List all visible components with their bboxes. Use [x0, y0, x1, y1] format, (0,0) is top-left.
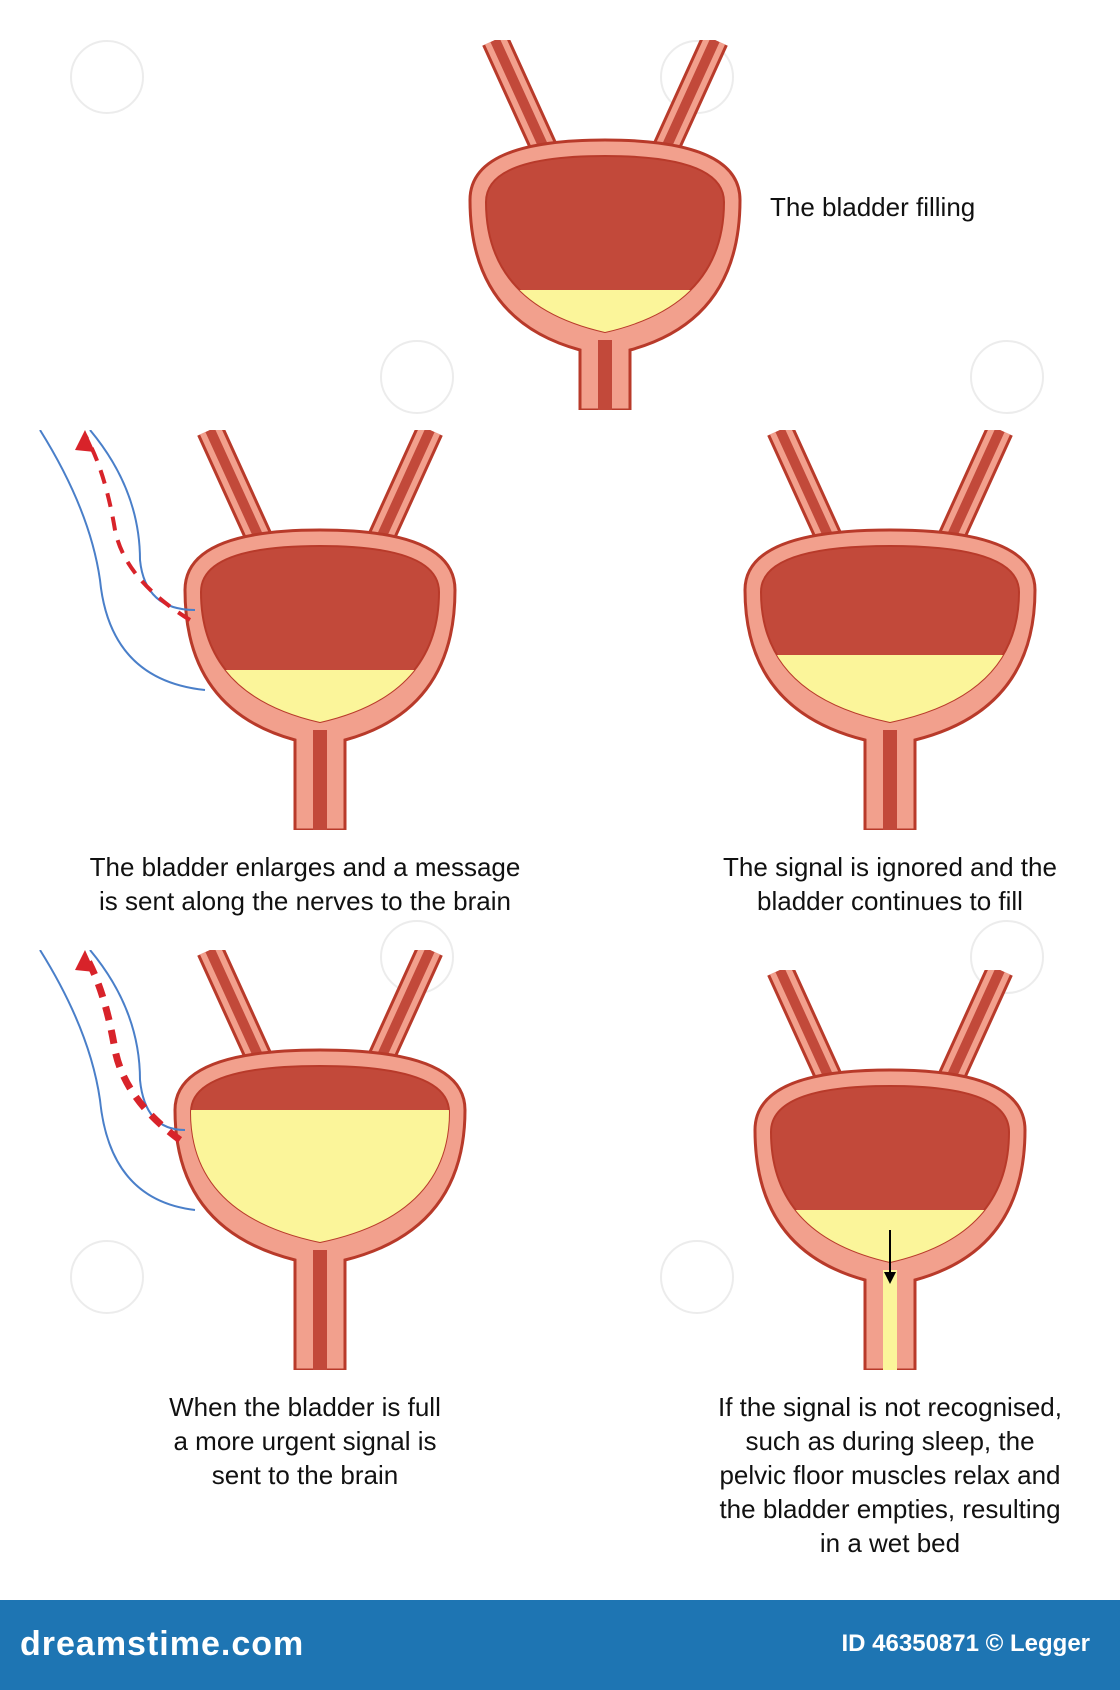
caption-filling: The bladder filling [770, 190, 1070, 224]
bladder-illustration [39, 430, 457, 830]
urethra-lumen [313, 1250, 327, 1370]
signal-arrowhead [75, 430, 95, 452]
caption-full: When the bladder is full a more urgent si… [100, 1390, 510, 1492]
nerve-signal [39, 950, 196, 1211]
bladder-illustration [753, 970, 1027, 1370]
bladder-illustration [468, 40, 742, 410]
bladder-group [753, 970, 1027, 1370]
urethra-lumen [883, 1270, 897, 1370]
bladder-group [173, 950, 467, 1370]
signal-arrow [83, 434, 192, 622]
footer-logo: dreamstime.com [20, 1625, 305, 1663]
caption-line: When the bladder is full [169, 1392, 441, 1422]
caption-empties: If the signal is not recognised, such as … [670, 1390, 1110, 1560]
flow-arrowhead [884, 1272, 896, 1284]
footer-bar: dreamstime.com ID 46350871 © Legger [0, 1600, 1120, 1690]
urethra-lumen [883, 730, 897, 830]
nerve-signal [39, 430, 206, 691]
watermark-swirl [970, 920, 1044, 994]
ureter-lumen [205, 430, 265, 543]
nerve-line [39, 950, 196, 1211]
bladder-illustration [743, 430, 1037, 830]
ureter-lumen [775, 970, 835, 1083]
caption-enlarges: The bladder enlarges and a message is sen… [40, 850, 570, 918]
ureter-lumen [375, 430, 435, 543]
caption-line: pelvic floor muscles relax and [719, 1460, 1061, 1490]
caption-line: the bladder empties, resulting [719, 1494, 1061, 1524]
nerve-line [39, 430, 206, 691]
signal-arrowhead [75, 950, 95, 972]
footer-image-id: ID 46350871 © Legger [841, 1630, 1090, 1657]
watermark-swirl [380, 340, 454, 414]
watermark-swirl [70, 1240, 144, 1314]
watermark-swirl [970, 340, 1044, 414]
caption-line: bladder continues to fill [757, 886, 1023, 916]
caption-line: The bladder filling [770, 192, 976, 222]
caption-ignored: The signal is ignored and the bladder con… [680, 850, 1100, 918]
bladder-panel-enlarges [30, 430, 490, 830]
ureter-lumen [205, 950, 265, 1063]
ureter-lumen [945, 430, 1005, 543]
ureter-lumen [375, 950, 435, 1063]
caption-line: The signal is ignored and the [723, 852, 1057, 882]
bladder-group [743, 430, 1037, 830]
ureter-lumen [775, 430, 835, 543]
ureter-lumen [945, 970, 1005, 1083]
watermark-swirl [70, 40, 144, 114]
bladder-panel-full [30, 950, 490, 1370]
bladder-illustration [39, 950, 467, 1370]
bladder-group [468, 40, 742, 410]
bladder-panel-empties [730, 970, 1050, 1370]
urethra-lumen [313, 730, 327, 830]
urethra-lumen [598, 340, 612, 410]
caption-line: sent to the brain [211, 1460, 399, 1490]
ureter-lumen [490, 40, 550, 153]
caption-line: If the signal is not recognised, [718, 1392, 1062, 1422]
watermark-swirl [660, 1240, 734, 1314]
bladder-panel-ignored [720, 430, 1060, 830]
bladder-panel-filling [440, 40, 770, 410]
caption-line: such as during sleep, the [745, 1426, 1035, 1456]
caption-line: The bladder enlarges and a message [89, 852, 521, 882]
signal-arrow [81, 953, 183, 1143]
caption-line: is sent along the nerves to the brain [99, 886, 511, 916]
caption-line: a more urgent signal is [173, 1426, 437, 1456]
ureter-lumen [660, 40, 720, 153]
caption-line: in a wet bed [819, 1528, 961, 1558]
bladder-group [183, 430, 457, 830]
